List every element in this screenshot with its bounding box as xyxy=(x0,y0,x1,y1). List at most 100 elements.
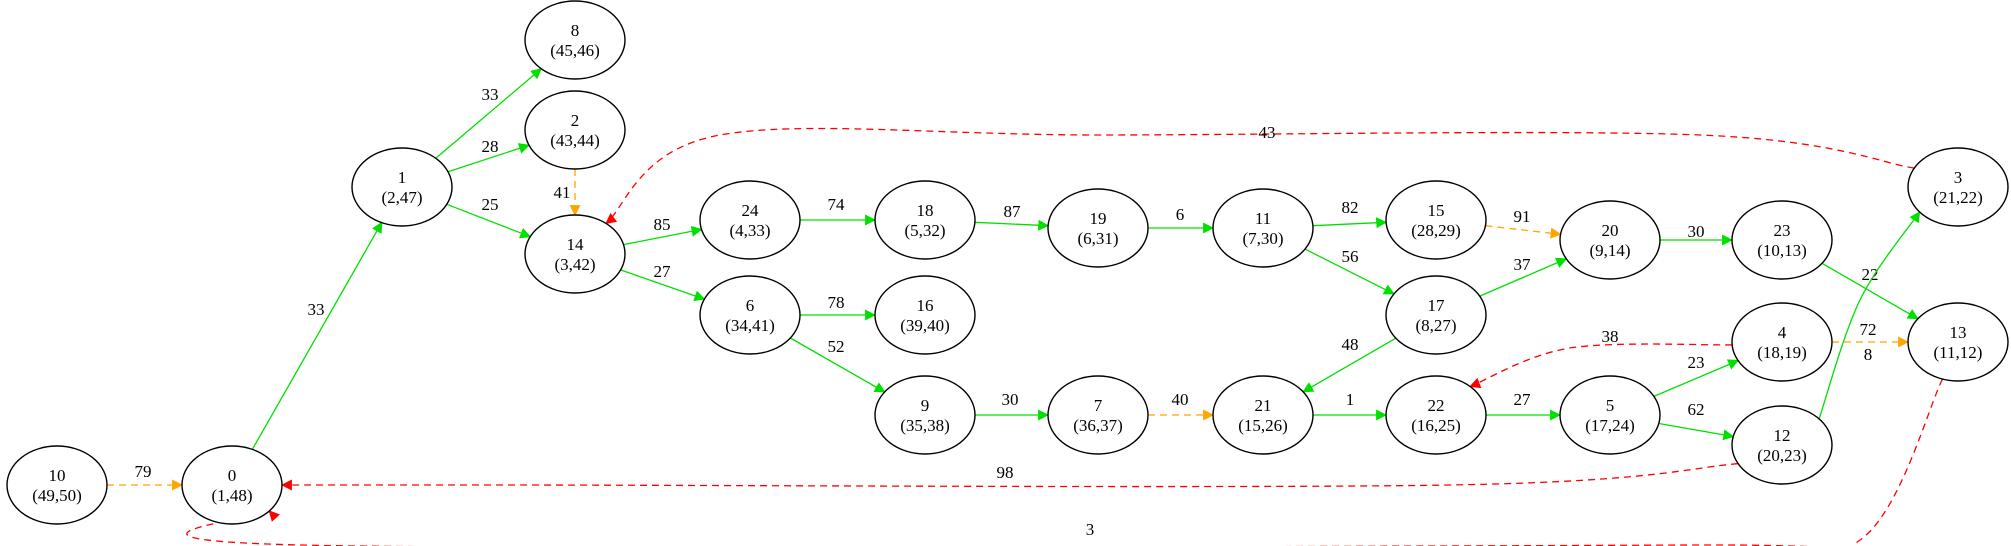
edge-weight-label: 74 xyxy=(828,195,846,214)
edge-line xyxy=(447,143,530,173)
edge: 41 xyxy=(554,169,581,217)
node-interval: (8,27) xyxy=(1415,316,1456,335)
node-interval: (20,23) xyxy=(1757,446,1807,465)
edge-weight-label: 3 xyxy=(1086,520,1095,539)
node-interval: (11,12) xyxy=(1934,343,1983,362)
edge-line xyxy=(789,337,886,393)
node-label: 7 xyxy=(1094,396,1103,415)
node-interval: (21,22) xyxy=(1933,188,1983,207)
node-label: 19 xyxy=(1090,209,1107,228)
edge-weight-label: 82 xyxy=(1342,198,1359,217)
edge-weight-label: 28 xyxy=(482,137,499,156)
node-interval: (18,19) xyxy=(1757,343,1807,362)
edge-weight-label: 33 xyxy=(308,300,325,319)
edge-line xyxy=(623,225,703,246)
edge-weight-label: 43 xyxy=(1259,123,1276,142)
node-13: 13(11,12) xyxy=(1907,302,2009,382)
edge: 62 xyxy=(1658,400,1735,441)
node-ellipse xyxy=(1907,302,2009,382)
edge-weight-label: 62 xyxy=(1688,400,1705,419)
edge-weight-label: 38 xyxy=(1602,327,1619,346)
edge: 27 xyxy=(1486,390,1562,421)
node-ellipse xyxy=(1385,275,1487,355)
edge-line xyxy=(620,269,706,302)
edge: 98 xyxy=(280,463,1739,491)
edge-weight-label: 52 xyxy=(828,337,845,356)
edge: 33 xyxy=(251,221,383,450)
edge: 30 xyxy=(975,390,1050,421)
edge-line xyxy=(1658,422,1735,441)
node-interval: (4,33) xyxy=(729,221,770,240)
edge-weight-label: 33 xyxy=(482,85,499,104)
edge-line xyxy=(1485,225,1562,239)
node-label: 10 xyxy=(49,466,66,485)
edge: 27 xyxy=(620,262,706,302)
node-23: 23(10,13) xyxy=(1731,200,1833,280)
node-label: 16 xyxy=(917,296,934,315)
edge: 82 xyxy=(1312,198,1388,229)
node-14: 14(3,42) xyxy=(524,214,626,294)
edge: 25 xyxy=(446,195,532,239)
node-ellipse xyxy=(699,275,801,355)
edge-weight-label: 1 xyxy=(1346,390,1355,409)
node-label: 3 xyxy=(1954,168,1963,187)
node-ellipse xyxy=(1731,302,1833,382)
node-ellipse xyxy=(699,180,801,260)
edge: 85 xyxy=(623,215,703,246)
node-16: 16(39,40) xyxy=(874,275,976,355)
node-label: 14 xyxy=(567,235,585,254)
edge-line xyxy=(974,219,1050,231)
node-label: 17 xyxy=(1428,296,1446,315)
node-label: 9 xyxy=(921,396,930,415)
node-interval: (10,13) xyxy=(1757,241,1807,260)
node-ellipse xyxy=(1212,375,1314,455)
node-label: 23 xyxy=(1774,221,1791,240)
edge-weight-label: 41 xyxy=(554,183,571,202)
edge: 78 xyxy=(800,293,877,321)
edge: 38 xyxy=(1469,327,1733,389)
node-6: 6(34,41) xyxy=(699,275,801,355)
edge: 79 xyxy=(107,462,184,491)
node-ellipse xyxy=(1385,180,1487,260)
edge: 56 xyxy=(1304,247,1395,295)
node-ellipse xyxy=(874,375,976,455)
edge-weight-label: 8 xyxy=(1864,345,1873,364)
node-label: 5 xyxy=(1606,396,1615,415)
edge-weight-label: 27 xyxy=(1514,390,1532,409)
node-ellipse xyxy=(1731,405,1833,485)
node-interval: (7,30) xyxy=(1242,229,1283,248)
node-interval: (2,47) xyxy=(381,188,422,207)
node-12: 12(20,23) xyxy=(1731,405,1833,485)
node-interval: (36,37) xyxy=(1073,416,1123,435)
node-label: 8 xyxy=(571,21,580,40)
edge-line xyxy=(186,378,1944,546)
node-ellipse xyxy=(1907,147,2009,227)
node-label: 13 xyxy=(1950,323,1967,342)
edge-weight-label: 40 xyxy=(1172,390,1189,409)
node-2: 2(43,44) xyxy=(524,90,626,170)
node-interval: (15,26) xyxy=(1238,416,1288,435)
edge-line xyxy=(446,203,532,239)
node-label: 0 xyxy=(228,466,237,485)
edge: 6 xyxy=(1148,205,1215,234)
node-label: 12 xyxy=(1774,426,1791,445)
edge-weight-label: 25 xyxy=(482,195,499,214)
node-label: 24 xyxy=(742,201,760,220)
node-label: 1 xyxy=(398,168,407,187)
node-3: 3(21,22) xyxy=(1907,147,2009,227)
node-label: 15 xyxy=(1428,201,1445,220)
node-label: 18 xyxy=(917,201,934,220)
edge: 40 xyxy=(1148,390,1215,421)
edge: 43 xyxy=(605,123,1915,225)
node-label: 4 xyxy=(1778,323,1787,342)
node-ellipse xyxy=(1047,188,1149,268)
edge: 28 xyxy=(447,137,530,173)
node-interval: (3,42) xyxy=(554,255,595,274)
edge-weight-label: 79 xyxy=(135,462,152,481)
edge-line xyxy=(1469,343,1733,389)
edge: 3 xyxy=(186,378,1944,546)
edge-weight-label: 56 xyxy=(1342,247,1359,266)
node-ellipse xyxy=(1559,200,1661,280)
